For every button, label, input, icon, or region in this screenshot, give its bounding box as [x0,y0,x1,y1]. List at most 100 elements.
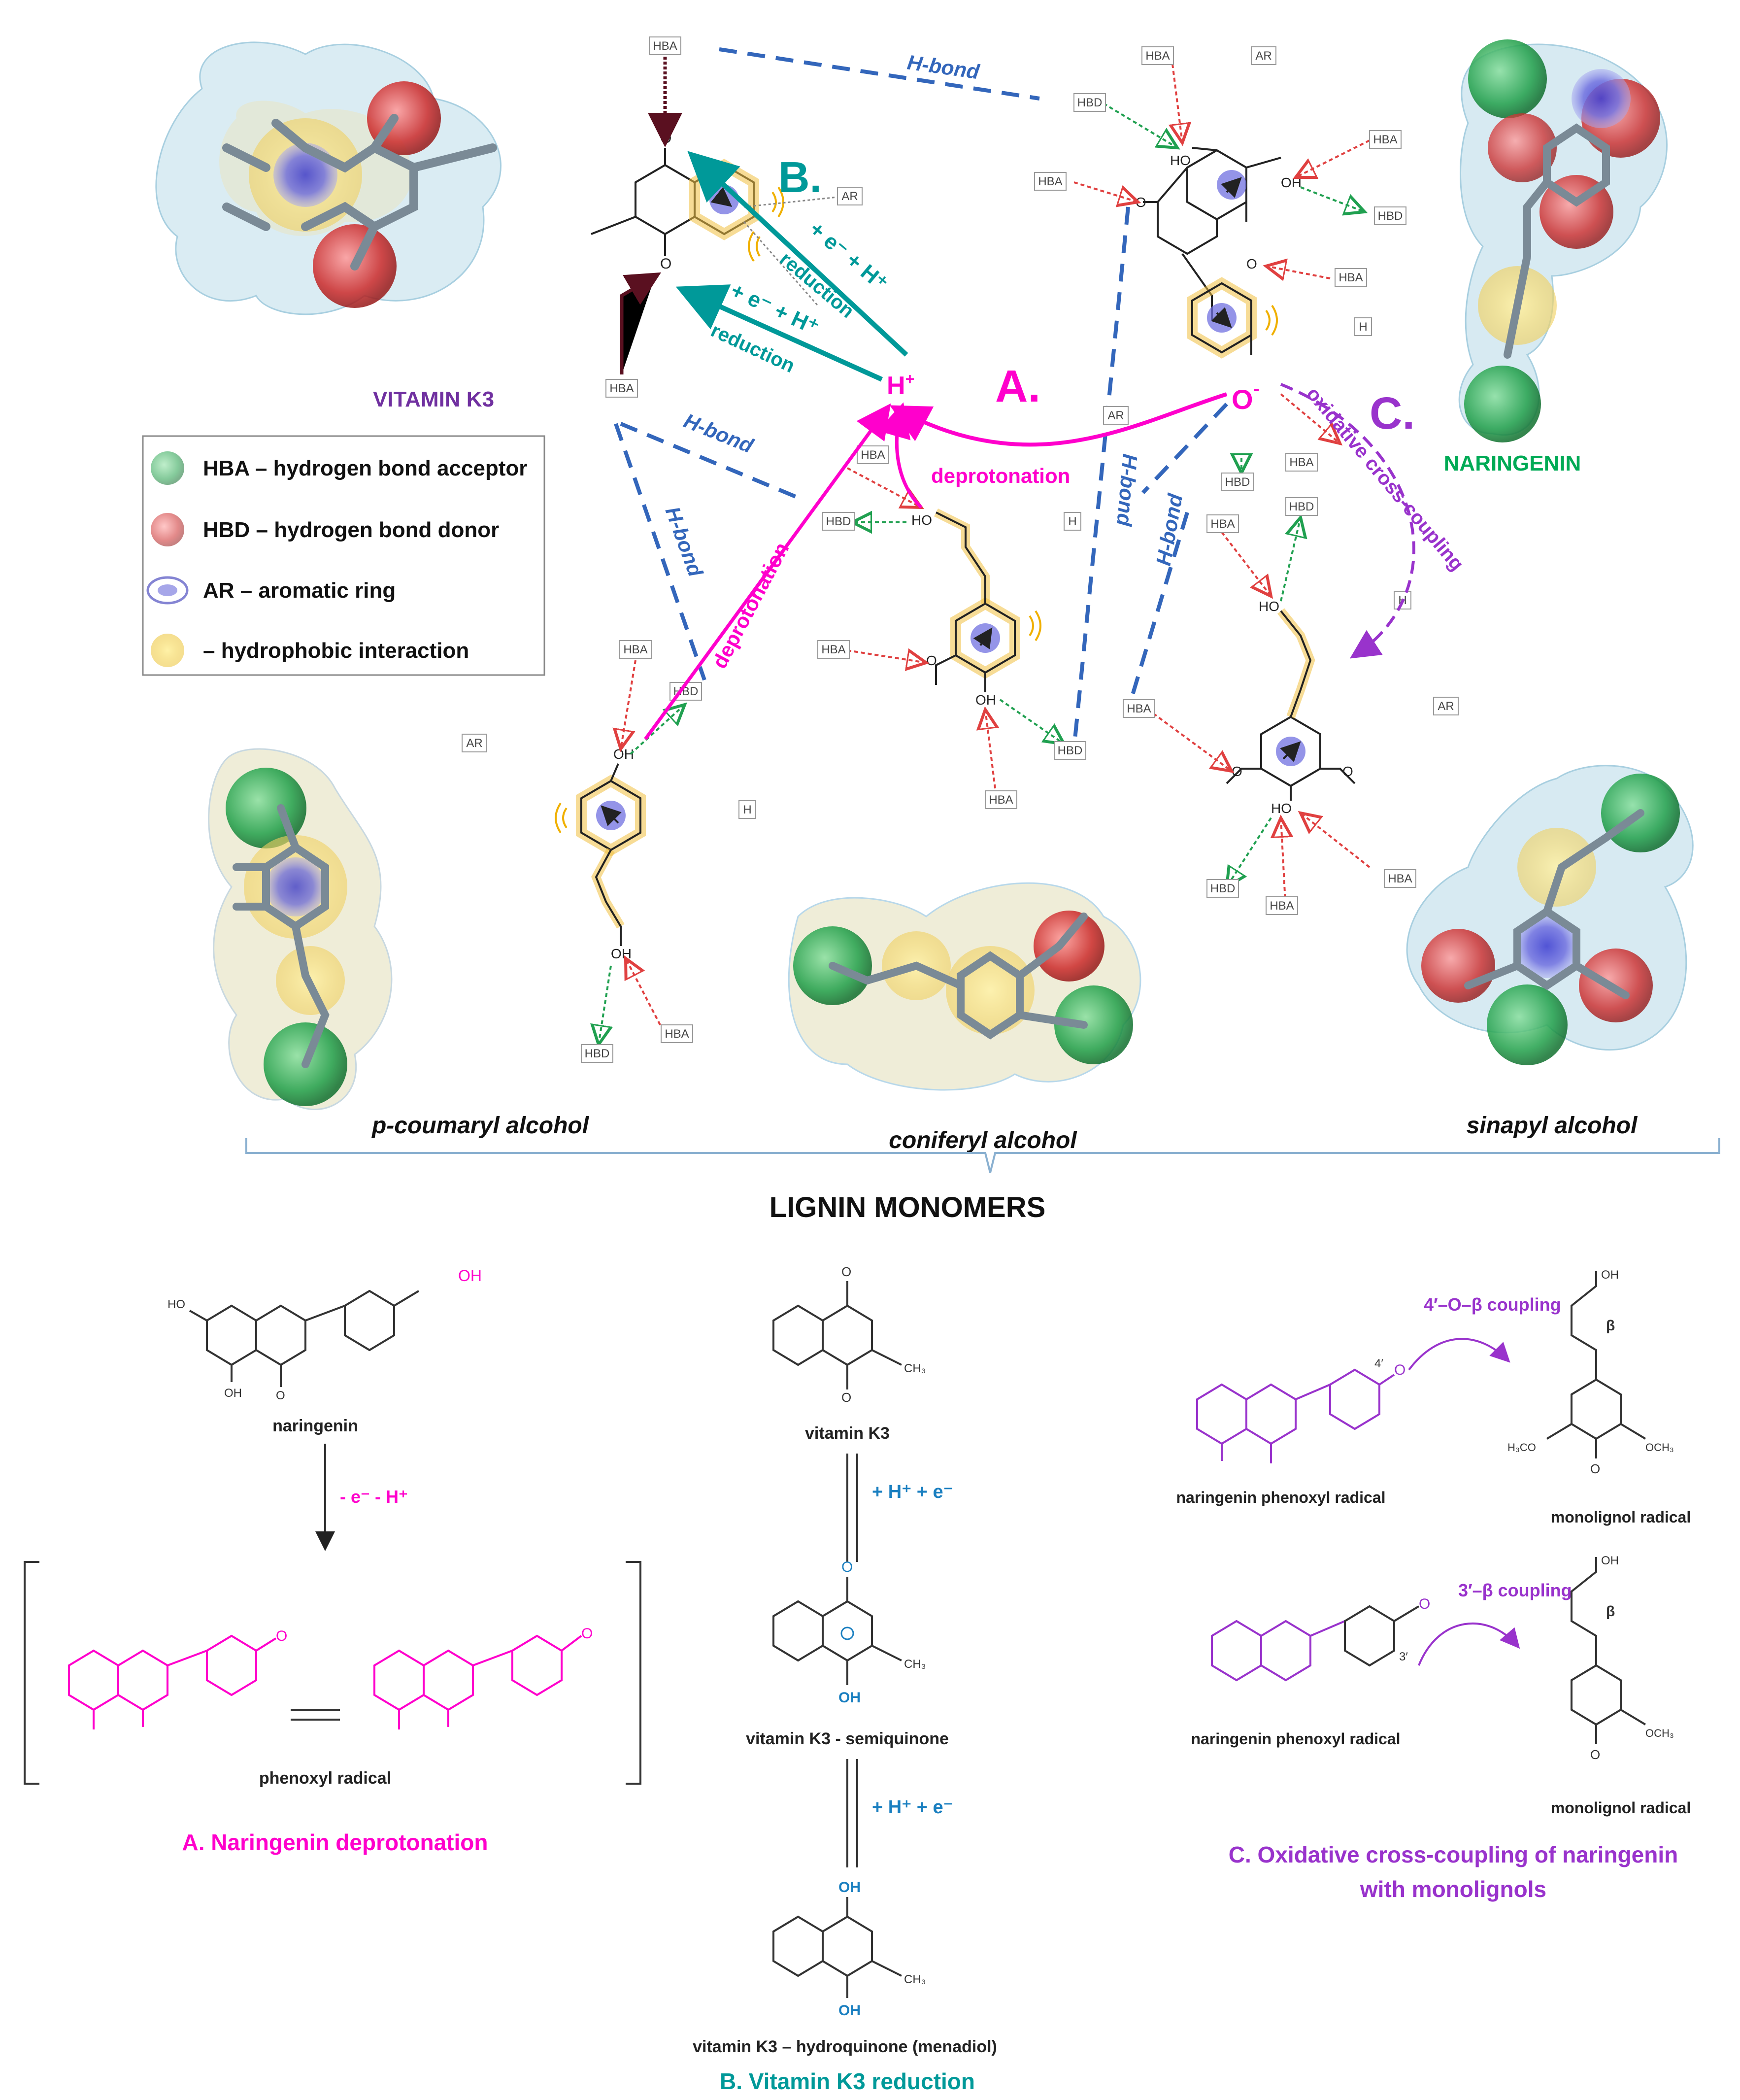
o-minus-label: O- [1232,378,1260,415]
oxidative-coupling-arrow [1280,383,1415,659]
c2-three-prime: 3′ [1399,1650,1408,1663]
hydrophobic-legend-icon [151,634,184,667]
svg-text:AR: AR [466,737,482,750]
mono1-h3co: H₃CO [1507,1441,1536,1454]
mono1-oh: OH [1601,1268,1619,1282]
mono-radical-label-1: monolignol radical [1551,1508,1691,1526]
svg-text:HBD: HBD [1289,500,1314,513]
con-o: O [926,653,937,668]
vk3-2d-bottom [772,1281,902,1389]
vitamin-k3-3d-model [155,41,502,315]
svg-text:HBA: HBA [989,793,1013,807]
eq-arrow-2 [846,1759,858,1867]
tag-ar-3: AR [1103,406,1129,425]
vk3-b-o-top: O [841,1264,851,1279]
left-bracket [24,1561,39,1785]
svg-text:HBA: HBA [1289,456,1313,469]
svg-text:H: H [743,803,751,816]
svg-text:HBA: HBA [1038,175,1062,188]
tag-hbd-5: HBD [1221,473,1254,491]
deprotonation-arrow-main [889,392,1228,447]
svg-text:H: H [1068,515,1076,528]
mono-radical-label-2: monolignol radical [1551,1799,1691,1817]
bl-nar-oh2: OH [224,1387,242,1400]
lignin-brace [245,1138,1720,1173]
section-c-title-line2: with monolignols [1360,1876,1546,1902]
monolignol-radical-2 [1571,1557,1646,1744]
right-bracket [626,1561,641,1785]
tag-hbd-3: HBD [822,512,855,531]
tag-hbd-4: HBD [1054,741,1086,760]
tag-ar-1: AR [837,187,863,205]
deprotonation-label-2: deprotonation [707,539,793,672]
tag-ar-5: AR [462,734,487,752]
hbond-label-4: H-bond [1112,453,1142,528]
svg-text:HBA: HBA [861,448,885,462]
svg-text:HBD: HBD [1210,882,1236,895]
nar-ho: HO [1170,153,1191,168]
semiquinone-label: vitamin K3 - semiquinone [746,1729,949,1748]
tag-hba-16: HBA [661,1024,693,1043]
tag-hbd-2: HBD [1374,206,1406,225]
naringenin-structure [1143,148,1281,359]
mono2-o: O [1590,1747,1600,1762]
mono2-beta: β [1606,1603,1615,1620]
phenoxyl-label: phenoxyl radical [259,1769,391,1788]
coupling-2-label: 3′–β coupling [1458,1580,1572,1600]
svg-text:HBA: HBA [653,39,677,53]
coupling-arrow-2 [1418,1622,1520,1666]
tag-hba-3: HBA [1141,46,1174,65]
tag-hba-14: HBA [1384,869,1416,888]
p-coumaryl-3d-model [208,748,393,1111]
eq-arrow-1 [846,1454,858,1562]
tag-boxes: HBA HBA AR HBA AR HBD HBA HBA HBD HBA H … [462,36,1459,1063]
sinapyl-structure [1226,608,1356,801]
coupling-arrow-1 [1408,1338,1510,1371]
svg-text:HBA: HBA [1145,49,1170,63]
svg-text:HBD: HBD [585,1047,610,1060]
hydroquinone-2d [772,1897,902,1998]
tag-h-2: H [1064,512,1081,531]
legend-hbd: HBD – hydrogen bond donor [203,518,499,542]
section-b-title: B. Vitamin K3 reduction [720,2068,975,2094]
svg-text:HBA: HBA [609,382,634,395]
tag-hba-13: HBA [1266,896,1298,915]
svg-text:HBD: HBD [1058,744,1083,757]
phenoxyl-radical-left [68,1634,277,1729]
hba-legend-icon [151,451,184,485]
bl-naringenin-label: naringenin [272,1417,358,1435]
resonance-arrows [291,1709,340,1721]
tag-hba-7: HBA [857,445,889,464]
svg-text:AR: AR [1438,700,1454,713]
deprotonation-arrow-pcoumaryl [644,403,891,741]
hq-oh-top: OH [838,1879,861,1896]
p-coumaryl-structure [576,763,646,946]
pl-o: O [276,1628,287,1644]
svg-text:AR: AR [1107,409,1124,422]
nar-radical-2-ring [1344,1605,1420,1667]
tag-hbd-9: HBD [581,1044,613,1063]
tag-hba-8: HBA [817,640,850,659]
nar-radical-1 [1196,1368,1395,1463]
naringenin-2d-bottom [189,1289,420,1387]
nar-o-ring: O [1246,256,1257,271]
tag-ar-4: AR [1433,697,1459,715]
sinapyl-3d-model [1406,765,1694,1065]
coniferyl-structure [934,508,1020,692]
c1-four-prime: 4′ [1374,1357,1383,1370]
c1-o: O [1394,1362,1405,1378]
reduction-2-sub: reduction [707,319,798,377]
legend-hyd: – hydrophobic interaction [203,639,469,663]
phenoxyl-radical-right [373,1634,582,1729]
legend: HBA – hydrogen bond acceptor HBD – hydro… [142,435,545,676]
naringenin-3d-model [1458,39,1668,442]
svg-text:HBA: HBA [1388,872,1412,885]
svg-text:HBA: HBA [623,643,647,656]
mono1-o: O [1590,1461,1600,1476]
vk3-b-o-bot: O [841,1390,851,1405]
vk3-step1: + H⁺ + e⁻ [872,1482,953,1502]
c2-o: O [1419,1596,1430,1612]
sin-ho-2: HO [1271,801,1292,816]
naringenin-label: NARINGENIN [1444,451,1581,475]
svg-text:HBA: HBA [1210,517,1235,531]
